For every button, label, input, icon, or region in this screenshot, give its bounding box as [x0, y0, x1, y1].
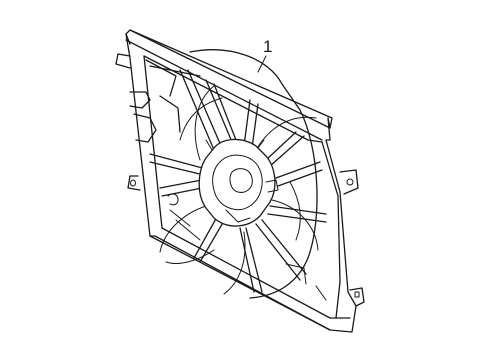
callout-leader-line	[257, 55, 267, 73]
right-mount-tabs	[339, 169, 365, 307]
fan-shroud	[189, 49, 318, 299]
frame-lower-detail	[169, 209, 327, 301]
frame	[125, 29, 357, 333]
motor-hub	[198, 138, 279, 227]
frame-bracket	[129, 59, 201, 143]
wire-clip	[167, 193, 179, 206]
callout-1: 1	[257, 37, 272, 73]
left-mount-tabs	[115, 53, 141, 191]
callout-number: 1	[263, 37, 272, 56]
fan-blades	[159, 85, 319, 295]
